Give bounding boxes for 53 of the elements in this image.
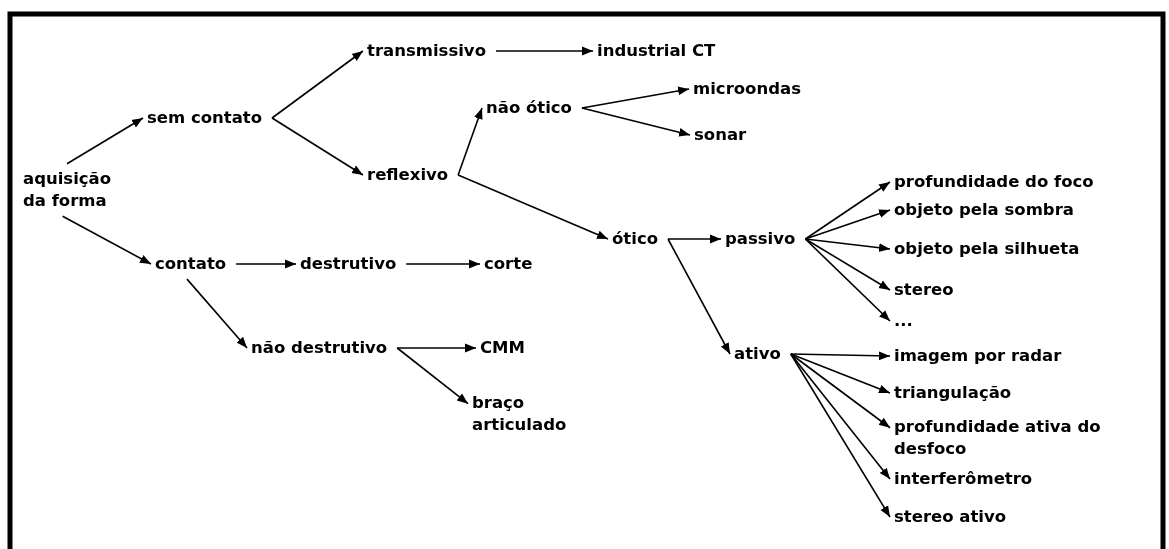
node-label: destrutivo [300,252,397,276]
node-label: não ótico [486,96,572,120]
node-label: braço articulado [472,391,582,437]
node-label: objeto pela sombra [894,198,1074,222]
arrow [804,181,891,240]
node-label: reflexivo [367,163,449,187]
arrow [804,238,891,253]
node-label: ativo [734,342,781,366]
arrow [235,259,297,269]
arrow [581,107,691,137]
node-label: stereo [894,278,954,302]
arrow [804,209,891,240]
node-label: não destrutivo [251,336,388,360]
node-label: transmissivo [367,39,486,63]
arrow [667,238,731,355]
arrow [457,174,609,240]
arrow [396,343,477,353]
arrow [581,86,690,109]
arrow [396,347,469,405]
node-label: sem contato [147,106,263,130]
node-label: stereo ativo [894,505,1007,529]
node-label: triangulação [894,381,1012,405]
node-label: ... [894,309,913,333]
node-label: corte [484,252,533,276]
arrow [804,238,891,322]
node-label: passivo [725,227,796,251]
arrow [66,117,144,165]
arrow [790,353,891,429]
arrow [405,259,481,269]
node-label: imagem por radar [894,344,1062,368]
arrow [495,46,594,56]
arrow [186,278,248,349]
node-label: profundidade ativa do desfoco [894,415,1149,461]
node-label: industrial CT [597,39,716,63]
arrow [271,50,364,119]
arrow [790,351,891,361]
node-label: sonar [694,123,747,147]
node-label: interferômetro [894,467,1033,491]
node-label: CMM [480,336,525,360]
arrow [61,215,152,265]
arrow [457,107,483,176]
node-label: aquisição da forma [23,167,133,213]
node-label: ótico [612,227,658,251]
arrow [804,238,891,291]
arrow [790,353,891,518]
node-label: profundidade do foco [894,170,1094,194]
node-label: contato [155,252,227,276]
arrow [667,234,722,244]
node-label: objeto pela silhueta [894,237,1080,261]
node-label: microondas [693,77,801,101]
arrow [271,117,364,176]
arrow [790,353,891,394]
arrow [790,353,891,480]
